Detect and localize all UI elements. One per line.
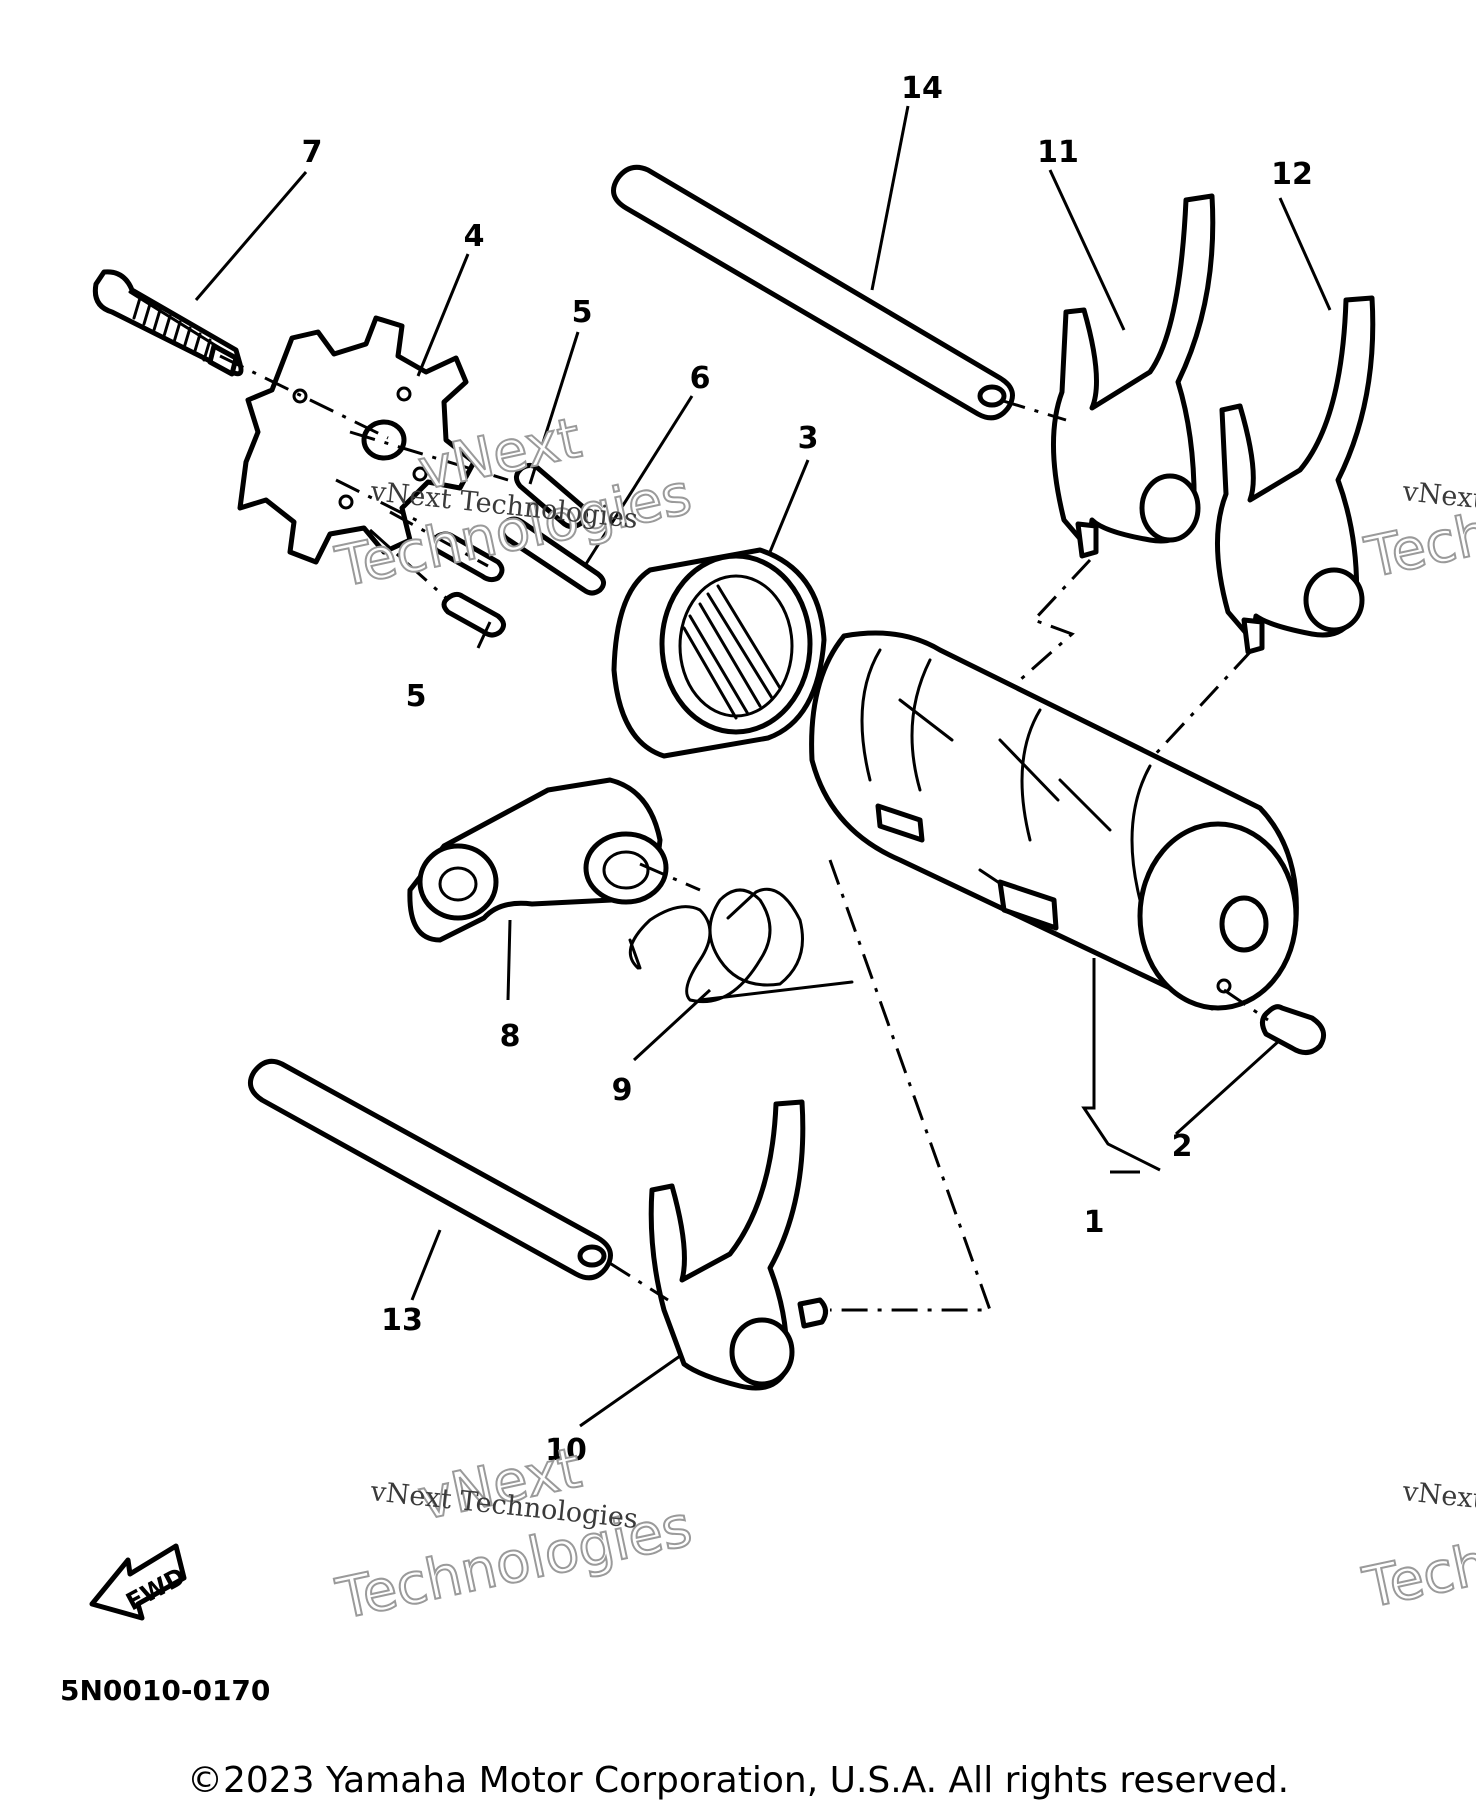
fwd-arrow-icon: FWD <box>89 1543 190 1621</box>
callout-12[interactable]: 12 <box>1271 157 1313 192</box>
part-7-screw[interactable] <box>92 269 244 377</box>
part-8-lever[interactable] <box>407 777 669 943</box>
part-3-bearing[interactable] <box>611 547 827 759</box>
callout-9[interactable]: 9 <box>612 1073 633 1108</box>
part-5-pin-upper[interactable] <box>514 462 588 530</box>
copyright-notice: ©2023 Yamaha Motor Corporation, U.S.A. A… <box>186 1760 1290 1801</box>
callout-5-upper[interactable]: 5 <box>572 295 593 330</box>
part-6-pin[interactable] <box>499 516 606 596</box>
part-11-shift-fork[interactable] <box>1051 193 1216 559</box>
callouts: 14 11 12 7 4 5 6 3 5 8 9 2 1 13 10 <box>302 71 1313 1468</box>
part-10-shift-fork[interactable] <box>648 1099 828 1391</box>
callout-2[interactable]: 2 <box>1172 1129 1193 1164</box>
part-4-segment[interactable] <box>237 315 477 565</box>
part-1-shift-drum[interactable] <box>809 630 1299 1011</box>
callout-11[interactable]: 11 <box>1037 135 1079 170</box>
callout-14[interactable]: 14 <box>901 71 943 106</box>
part-12-shift-fork[interactable] <box>1215 295 1376 655</box>
callout-5-lower[interactable]: 5 <box>406 679 427 714</box>
callout-1[interactable]: 1 <box>1084 1205 1105 1240</box>
diagram-part-code: 5N0010-0170 <box>60 1674 270 1707</box>
watermark-small-4: vNext Technologies <box>1400 1476 1476 1535</box>
callout-4[interactable]: 4 <box>464 219 485 254</box>
part-14-shaft[interactable] <box>611 164 1015 421</box>
watermark-group-2: vNext Technologies <box>330 1435 698 1634</box>
part-13-shaft[interactable] <box>247 1058 613 1281</box>
callout-8[interactable]: 8 <box>500 1019 521 1054</box>
part-2-pin[interactable] <box>1260 1004 1327 1055</box>
callout-6[interactable]: 6 <box>690 361 711 396</box>
alignment-lines <box>219 354 1269 1312</box>
watermark-group-3: Technologies <box>1359 452 1476 593</box>
callout-10[interactable]: 10 <box>545 1433 587 1468</box>
callout-3[interactable]: 3 <box>798 421 819 456</box>
callout-7[interactable]: 7 <box>302 135 323 170</box>
callout-13[interactable]: 13 <box>381 1303 423 1338</box>
part-9-spring[interactable] <box>628 887 854 1004</box>
leader-lines <box>194 105 1332 1428</box>
watermark-big-5: Technologies <box>1360 453 1476 592</box>
